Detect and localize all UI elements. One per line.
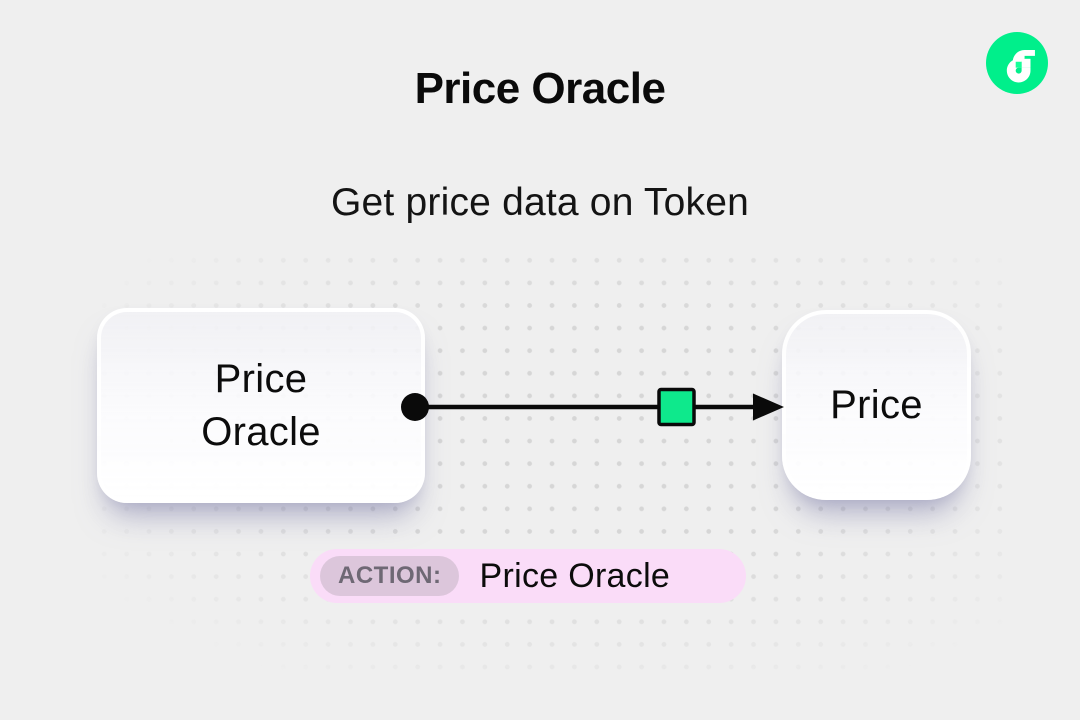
arrowhead-icon: [753, 393, 784, 421]
action-value: Price Oracle: [479, 556, 671, 595]
flow-logo-icon: [986, 32, 1048, 94]
action-badge: ACTION:: [320, 556, 460, 596]
action-pill[interactable]: ACTION: Price Oracle: [310, 549, 746, 603]
connector-arrow: [401, 387, 784, 427]
connector-step-marker[interactable]: [657, 387, 696, 427]
page-subtitle: Get price data on Token: [331, 181, 749, 224]
node-price-oracle-label: Price Oracle: [201, 356, 321, 454]
page-title: Price Oracle: [414, 64, 666, 113]
connector-start-dot: [401, 393, 429, 421]
node-price[interactable]: Price: [782, 310, 971, 500]
node-price-label: Price: [830, 382, 923, 427]
node-price-oracle[interactable]: Price Oracle: [97, 308, 425, 503]
